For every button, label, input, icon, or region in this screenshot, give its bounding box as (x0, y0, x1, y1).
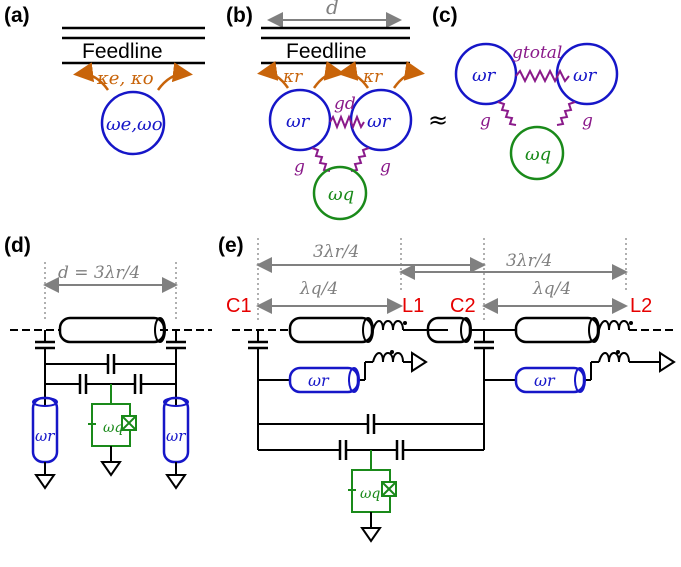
decay-arrow-right (156, 62, 193, 91)
transmission-line-e1 (288, 316, 374, 344)
qubit-label-c: ωq (525, 144, 551, 165)
span-top-label: 3λr/4 (313, 242, 359, 262)
panel-e: (e) 3λr/4 3λr/4 λq/4 λq/4 C1 L1 C2 L2 (218, 234, 677, 543)
feedline-label-b: Feedline (286, 40, 367, 63)
port-c1: C1 (226, 295, 252, 317)
qubit-label-e: ωq (360, 486, 380, 502)
feedline-label-a: Feedline (82, 40, 163, 63)
resonator-right-c (555, 42, 619, 106)
g-spring-right-c (556, 101, 576, 126)
coupling-spring-b (329, 114, 365, 130)
mode-label: ωe,ωo (106, 114, 163, 135)
panel-c-label: (c) (432, 4, 458, 27)
panel-d-label: (d) (4, 234, 31, 257)
panel-a: (a) Feedline κe, κo ωe,ωo (4, 4, 205, 156)
panel-b-label: (b) (226, 4, 253, 27)
panel-d: (d) d = 3λr/4 ωr ωr (4, 234, 212, 490)
qubit-label-d: ωq (103, 420, 123, 436)
res-right-label-b: ωr (367, 111, 392, 132)
qubit-circle-c (509, 125, 565, 181)
g-spring-right-b (350, 147, 370, 172)
kappa-right-b: κr (362, 67, 383, 87)
distance-label-d: d = 3λr/4 (58, 263, 140, 283)
kappa-label-a: κe, κo (96, 68, 154, 89)
g-right-c: g (582, 111, 593, 131)
qubit-circle-b (312, 165, 368, 221)
port-c2: C2 (450, 295, 476, 317)
gd-label: gd (334, 94, 356, 114)
kappa-left-b: κr (282, 67, 303, 87)
res-left-label-b: ωr (286, 111, 311, 132)
g-spring-left-c (497, 101, 517, 126)
res-right-label-e: ωr (534, 371, 556, 390)
panel-b: (b) d Feedline κr κr ωr ωr gd g g ωq (226, 0, 425, 221)
distance-label-b: d (326, 0, 339, 19)
res-right-label-d: ωr (166, 427, 186, 445)
g-spring-left-b (311, 147, 331, 172)
port-l1: L1 (402, 295, 424, 317)
g-left-b: g (294, 157, 305, 177)
res-left-label-d: ωr (35, 427, 55, 445)
transmission-line-d (58, 316, 166, 344)
transmission-line-e2 (514, 316, 600, 344)
qubit-label-b: ωq (328, 184, 354, 205)
lq-right-label: λq/4 (532, 279, 571, 299)
panel-a-label: (a) (4, 4, 30, 27)
gtotal-label: gtotal (512, 43, 562, 63)
span-right-label: 3λr/4 (506, 251, 552, 271)
decay-arrow-left (73, 62, 110, 91)
mode-circle (100, 90, 166, 156)
port-l2: L2 (630, 295, 652, 317)
lq-left-label: λq/4 (299, 279, 338, 299)
resonator-left-c (454, 42, 518, 106)
res-left-label-e: ωr (308, 371, 330, 390)
panel-c: (c) ωr ωr gtotal g g ωq (432, 4, 619, 181)
res-right-label-c: ωr (573, 65, 598, 86)
panel-e-label: (e) (218, 234, 244, 257)
approx-symbol: ≈ (428, 106, 448, 134)
res-left-label-c: ωr (472, 65, 497, 86)
g-right-b: g (380, 157, 391, 177)
g-left-c: g (480, 111, 491, 131)
coupling-spring-c (515, 68, 570, 84)
resonator-left-b (268, 88, 332, 152)
